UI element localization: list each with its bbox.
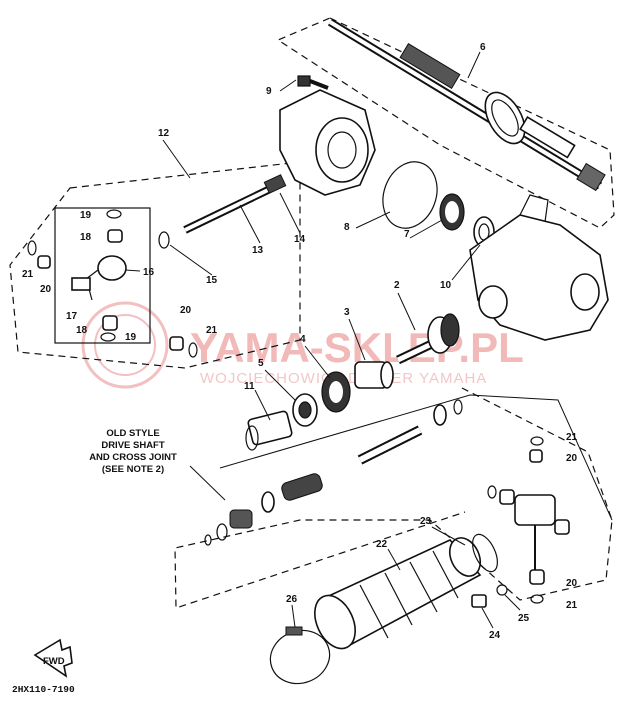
callout-7: 7: [404, 229, 410, 240]
callout-6: 6: [480, 42, 486, 53]
callout-5: 5: [258, 358, 264, 369]
leader-lines: [125, 51, 521, 629]
callout-12: 12: [158, 128, 170, 139]
callout-2: 2: [394, 280, 400, 291]
callout-21-right: 21: [206, 325, 218, 336]
old-style-cross-joint: [487, 436, 570, 604]
old-style-shaft: [357, 399, 463, 465]
pinion-gear-part-2: [396, 313, 460, 365]
callout-26: 26: [286, 594, 298, 605]
callout-13: 13: [252, 245, 264, 256]
rubber-boot-part-22: [314, 537, 482, 650]
callout-20-old-upper: 20: [566, 453, 578, 464]
note-line-4: (SEE NOTE 2): [102, 464, 164, 475]
callout-9: 9: [266, 86, 272, 97]
cup-part-18-lower: [102, 315, 118, 331]
collar-part-11: [245, 410, 293, 451]
callout-19-lower: 19: [125, 332, 137, 343]
note-line-1: OLD STYLE: [106, 428, 159, 439]
old-style-spring: [204, 473, 323, 546]
old-style-note: OLD STYLE DRIVE SHAFT AND CROSS JOINT (S…: [89, 428, 177, 475]
bolt-part-24: [471, 594, 487, 608]
washer-part-15: [158, 231, 170, 249]
callout-22: 22: [376, 539, 388, 550]
callout-18-lower: 18: [76, 325, 88, 336]
cross-joint-inner-box: [54, 207, 151, 344]
o-ring-part-8: [382, 161, 438, 229]
callout-18-upper: 18: [80, 232, 92, 243]
old-style-outline-upper: [219, 394, 613, 521]
note-line-3: AND CROSS JOINT: [89, 452, 177, 463]
note-line-2: DRIVE SHAFT: [101, 440, 165, 451]
callout-23: 23: [420, 516, 432, 527]
front-direction-arrow: FWD: [33, 638, 73, 678]
bolt-part-9: [297, 75, 329, 90]
clip-part-21-right: [188, 342, 198, 358]
callout-20-right: 20: [180, 305, 192, 316]
drive-shaft-part-6: [327, 18, 606, 192]
band-part-26: [269, 626, 331, 685]
nut-part-5: [292, 393, 318, 427]
diagram-code: 2HX110-7190: [12, 684, 75, 695]
callout-20-old-lower: 20: [566, 578, 578, 589]
clip-part-19-upper: [106, 209, 122, 219]
washer-part-25: [496, 584, 508, 596]
callout-21-old-upper: 21: [566, 432, 578, 443]
callout-10: 10: [440, 280, 452, 291]
callout-11: 11: [244, 381, 255, 392]
callout-24: 24: [489, 630, 501, 641]
callout-14: 14: [294, 234, 306, 245]
callout-21-old-lower: 21: [566, 600, 578, 611]
spring-part-14: [263, 174, 287, 194]
callouts: 2 3 4 5 6 7 8 9 10 11 12 13 14 15 16 17 …: [22, 42, 578, 641]
sleeve-part-3: [354, 361, 394, 389]
clamp-part-23: [472, 533, 498, 573]
bearing-part-4: [321, 371, 351, 413]
callout-15: 15: [206, 275, 218, 286]
cup-part-20-left: [37, 255, 51, 269]
callout-17: 17: [66, 311, 78, 322]
old-cup-part-20-lower: [529, 569, 545, 585]
old-style-outline: [174, 387, 613, 609]
shaft-part-13: [183, 186, 270, 234]
old-cup-part-20-upper: [529, 449, 543, 463]
callout-3: 3: [344, 307, 350, 318]
callout-4: 4: [300, 334, 306, 345]
watermark: YAMA-SKLEP.PL WOJCIECHOWICZ DEALER YAMAH…: [81, 301, 524, 389]
front-label: FWD: [43, 656, 65, 667]
cup-part-20-right: [169, 336, 184, 351]
callout-19-upper: 19: [80, 210, 92, 221]
bearing-part-7: [439, 193, 465, 231]
clip-part-19-lower: [100, 332, 116, 342]
callout-25: 25: [518, 613, 530, 624]
bearing-housing: [279, 89, 376, 196]
callout-20-left: 20: [40, 284, 52, 295]
callout-16: 16: [143, 267, 155, 278]
cross-joint-part-16: [71, 255, 127, 301]
final-gear-case: [469, 194, 609, 341]
callout-8: 8: [344, 222, 350, 233]
cup-part-18-upper: [107, 229, 123, 243]
clip-part-21-left: [27, 240, 37, 256]
callout-21-left: 21: [22, 269, 34, 280]
